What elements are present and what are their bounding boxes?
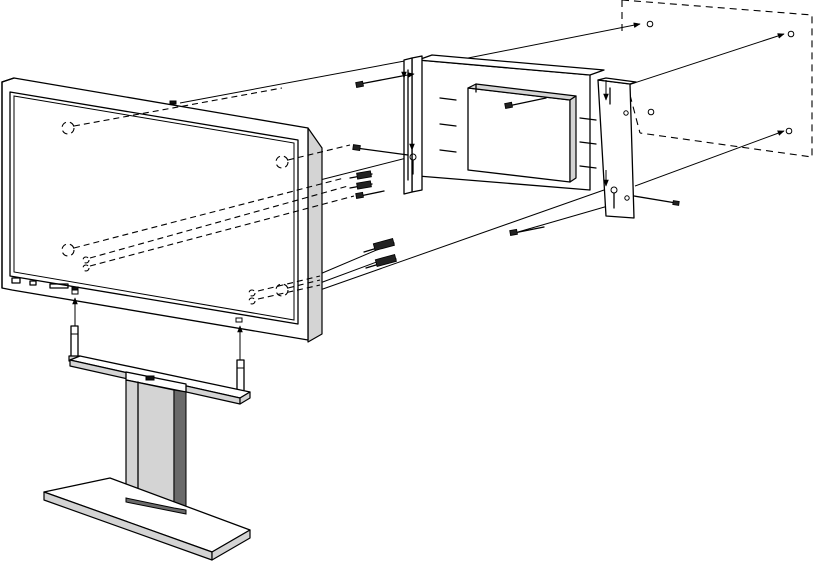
screw-icon (510, 227, 544, 235)
bracket-right-arm (598, 78, 636, 218)
spacer-screw-icon (350, 171, 372, 179)
spacer-screw-icon (364, 239, 394, 252)
stand-post-left (69, 326, 80, 361)
screw-icon (353, 145, 408, 155)
wall-hole (648, 109, 654, 115)
flat-panel-display (2, 78, 322, 342)
bracket-left-arm (404, 56, 422, 194)
wall-bracket (404, 55, 636, 218)
spacer-screw-icon (350, 181, 372, 189)
spacer-screw-icon (366, 255, 396, 268)
pedestal-stand (44, 298, 250, 560)
wall-hole (786, 128, 792, 134)
screw-icon (356, 191, 384, 198)
wall-hole (788, 31, 794, 37)
wall-outline (622, 0, 812, 157)
screw-icon (634, 196, 679, 205)
wall-hole (647, 21, 653, 27)
